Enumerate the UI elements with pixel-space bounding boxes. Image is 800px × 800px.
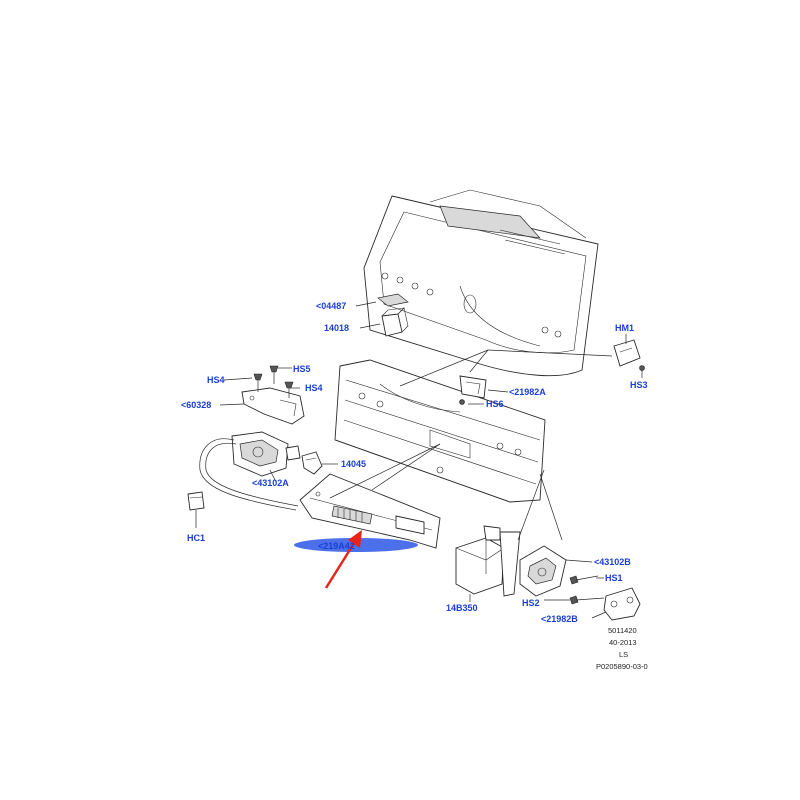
label-hs6: HS6 [486,399,504,409]
cable [199,438,299,511]
label-hc1: HC1 [187,533,205,543]
label-21982a: <21982A [509,387,546,397]
label-14045: 14045 [341,459,366,469]
label-hs5: HS5 [293,364,311,374]
actuator-219a42 [299,473,441,549]
label-hs4-left: HS4 [207,375,225,385]
connector-hc1 [187,491,205,511]
tailgate-lower-panel [334,359,546,503]
label-hs2: HS2 [522,598,540,608]
label-hs1: HS1 [605,573,623,583]
part-14045 [301,451,323,475]
red-arrow-icon [324,530,362,589]
striker-43102b [519,545,567,597]
hinge-hm1 [613,339,645,378]
plate-21982b [603,587,641,621]
reference-code-1: 5011420 [608,626,637,635]
label-14018: 14018 [324,323,349,333]
reference-code-3: LS [619,650,628,659]
pad-04487 [377,293,409,307]
label-43102a: <43102A [252,478,289,488]
bracket-21982a [459,375,487,405]
label-14b350: 14B350 [446,603,478,613]
reference-code-4: P0205890-03-0 [596,662,648,671]
leader-lines [195,301,627,619]
bolts-hs1-hs2 [569,575,605,605]
label-hs3: HS3 [630,380,648,390]
label-21982b: <21982B [541,614,578,624]
latch-43102a [231,431,301,477]
label-hs4-right: HS4 [305,383,323,393]
label-43102b: <43102B [594,557,631,567]
label-04487: <04487 [316,301,346,311]
label-219a42: <219A42 [318,541,355,551]
label-hm1: HM1 [615,323,634,333]
tailgate-upper-panel [363,189,599,377]
part-labels: <04487 14018 HS5 HS4 HS4 <60328 14045 <4… [181,301,648,624]
latch-14b350 [455,525,521,597]
switch-14018 [381,307,409,337]
label-60328: <60328 [181,400,211,410]
reference-code-block: 5011420 40-2013 LS P0205890-03-0 [596,626,648,671]
bracket-60328 [241,387,305,425]
reference-code-2: 40-2013 [609,638,637,647]
